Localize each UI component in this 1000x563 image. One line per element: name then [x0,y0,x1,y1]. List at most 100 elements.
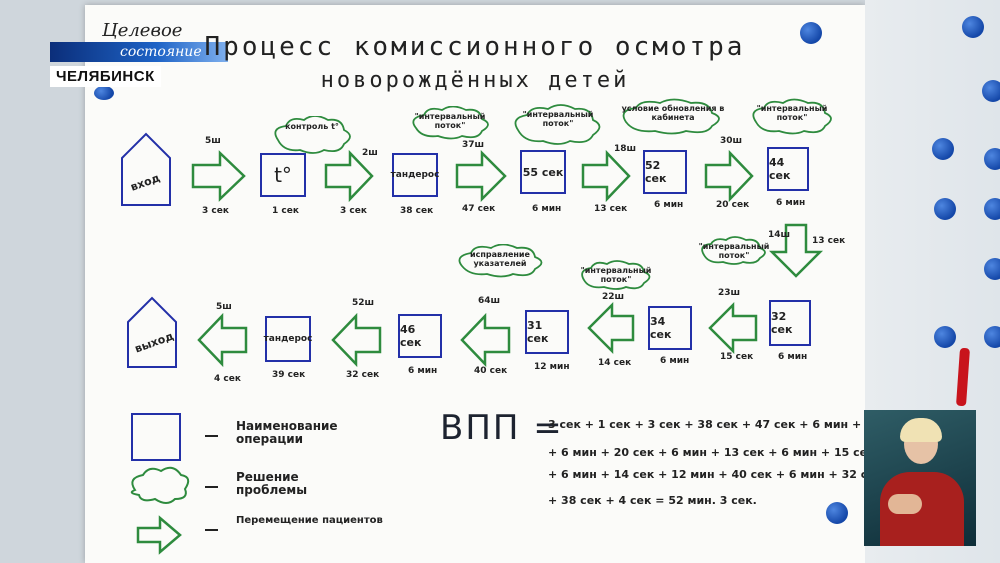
problem-cloud: контроль t° [270,116,354,156]
op-time: 6 мин [660,356,690,366]
magnet [94,86,114,100]
cloud-text: "интервальный поток" [414,112,486,130]
formula-line: 3 сек + 1 сек + 3 сек + 38 сек + 47 сек … [548,418,919,431]
arrow-down [768,223,824,278]
magnet [800,22,822,44]
arrow-time: 15 сек [720,352,754,362]
op-time: 6 мин [408,366,438,376]
problem-cloud: исправление указателей [454,244,546,280]
cloud-shape [274,116,351,154]
op-time: 12 мин [534,362,570,372]
arrow-left-3 [460,312,511,368]
op-square: t° [260,153,306,197]
formula-line: + 38 сек + 4 сек = 52 мин. 3 сек. [548,494,757,507]
arrow-count: 64ш [478,296,501,306]
arrow-count: 23ш [718,288,741,298]
entry-house [121,132,171,206]
magnet [984,258,1000,280]
whiteboard [85,5,865,563]
op-time: 6 мин [778,352,808,362]
cloud-shape [581,260,651,290]
arrow-left-4 [587,301,635,355]
logo-line1: Целевое [102,20,183,41]
sign-language-inset [864,410,976,546]
arrow-left-1 [197,312,248,368]
arrow-right-4 [581,149,631,203]
cloud-shape [701,236,766,265]
cloud-shape [622,98,720,135]
arrow-time: 3 сек [202,206,229,216]
op-time: 38 сек [400,206,434,216]
cloud-shape [412,106,489,140]
arrow-left-2 [331,312,382,368]
op-time: 6 мин [776,198,806,208]
cloud-text: "интервальный поток" [580,266,652,284]
op-square: тандерос [264,316,312,362]
op-square: 52 сек [643,150,687,194]
legend-arrow [136,515,182,555]
arrow-time: 4 сек [214,374,241,384]
arrow-time: 14 сек [598,358,632,368]
arrow-left-5 [708,301,758,355]
city-caption: ЧЕЛЯБИНСК [50,66,161,87]
magnet [982,80,1000,102]
arrow-count: 14ш [768,230,791,240]
arrow-count: 5ш [205,136,221,146]
op-square: 34 сек [648,306,692,350]
cloud-text: "интервальный поток" [698,242,770,260]
cloud-text: "интервальный поток" [756,104,828,122]
legend-cloud [130,466,190,504]
problem-cloud: условие обновления в кабинета [618,98,728,136]
channel-logo: Целевое состояние [50,18,230,68]
cloud-text: исправление указателей [470,250,530,268]
logo-line2: состояние [120,44,202,60]
op-square: 44 сек [767,147,809,191]
arrow-right-1 [191,150,246,202]
arrow-time: 13 сек [594,204,628,214]
logo-band [50,42,228,62]
magnet [984,198,1000,220]
legend-move-label: Перемещение пациентов [236,515,383,526]
arrow-time: 20 сек [716,200,750,210]
magnet [826,502,848,524]
op-square: 46 сек [398,314,442,358]
arrow-time: 47 сек [462,204,496,214]
cloud-shape [458,244,543,278]
title-line2: новорождённых детей [320,68,630,93]
magnet [934,326,956,348]
arrow-count: 30ш [720,136,743,146]
op-time: 1 сек [272,206,299,216]
formula-label: ВПП = [440,408,564,448]
exit-house [127,296,177,368]
arrow-time: 40 сек [474,366,508,376]
formula-line: + 6 мин + 14 сек + 12 мин + 40 сек + 6 м… [548,468,896,481]
legend-op-label: Наименование операции [236,419,338,446]
problem-cloud: "интервальный поток" [698,236,770,266]
arrow-count: 2ш [362,148,378,158]
op-square: 31 сек [525,310,569,354]
arrow-time: 3 сек [340,206,367,216]
problem-cloud: "интервальный поток" [748,98,836,136]
formula-line: + 6 мин + 20 сек + 6 мин + 13 сек + 6 ми… [548,446,888,459]
interpreter-hands [888,494,922,514]
interpreter-hair [900,418,942,442]
arrow-time: 13 сек [812,236,846,246]
op-time: 6 мин [654,200,684,210]
cloud-shape [752,98,832,135]
arrow-time: 32 сек [346,370,380,380]
magnet [932,138,954,160]
magnet [962,16,984,38]
cloud-shape [514,104,601,145]
title-line1: Процесс комиссионного осмотра [204,32,746,62]
arrow-right-5 [704,149,754,203]
arrow-count: 18ш [614,144,637,154]
legend-square [131,413,181,461]
cloud-text: контроль t° [285,122,339,131]
op-square: 55 сек [520,150,566,194]
arrow-right-3 [455,149,507,203]
op-time: 39 сек [272,370,306,380]
cloud-text: "интервальный поток" [522,110,594,128]
cloud-text: условие обновления в кабинета [621,104,725,122]
problem-cloud: "интервальный поток" [408,106,492,142]
magnet [984,326,1000,348]
